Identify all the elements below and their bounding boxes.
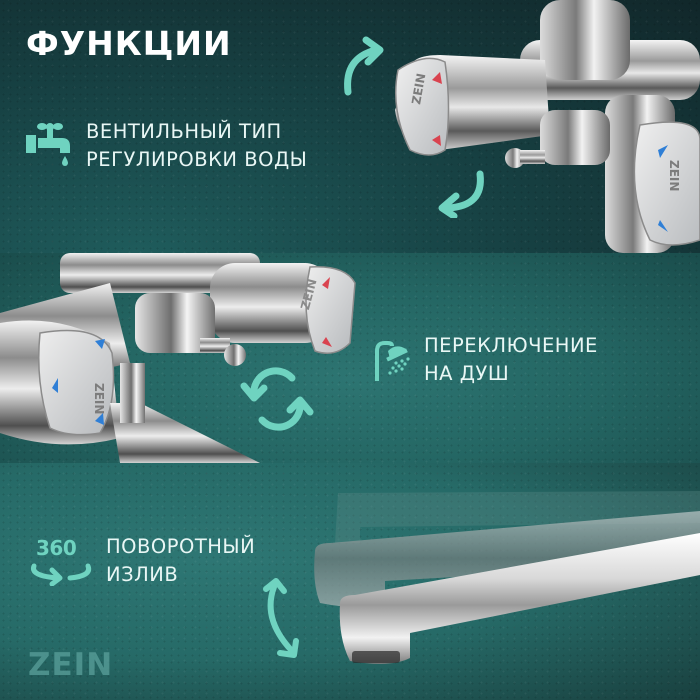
- faucet-icon: [26, 123, 70, 166]
- feature-swivel-line2: ИЗЛИВ: [106, 563, 179, 586]
- rotate-360-label: 360: [36, 536, 77, 560]
- handle-logo: ZEIN: [409, 72, 428, 105]
- handle-logo: ZEIN: [667, 160, 681, 191]
- panel-valve-type: ZEIN ZEIN ФУНКЦИИ: [0, 0, 700, 253]
- rotate-360-icon: 360: [28, 536, 94, 586]
- panel-shower-switch: ZEIN ZEIN: [0, 253, 700, 463]
- page-title: ФУНКЦИИ: [26, 24, 232, 63]
- shower-icon: [375, 341, 410, 381]
- feature-swivel-line1: ПОВОРОТНЫЙ: [106, 535, 256, 558]
- switch-cycle-icon: [240, 367, 314, 431]
- faucet-valve-image: ZEIN ZEIN: [394, 0, 700, 253]
- swivel-spout-image: [314, 491, 700, 664]
- feature-valve-line2: РЕГУЛИРОВКИ ВОДЫ: [86, 148, 308, 171]
- faucet-diverter-image: ZEIN ZEIN: [0, 253, 356, 463]
- feature-valve-line1: ВЕНТИЛЬНЫЙ ТИП: [86, 120, 282, 143]
- swivel-double-arrow-icon: [263, 578, 299, 658]
- brand-logo: ZEIN: [28, 647, 114, 683]
- feature-swivel-spout: 360 ПОВОРОТНЫЙ ИЗЛИВ: [28, 533, 255, 589]
- rotate-arrow-bottom-icon: [438, 170, 484, 218]
- handle-logo: ZEIN: [92, 383, 106, 414]
- feature-shower-line1: ПЕРЕКЛЮЧЕНИЕ: [424, 334, 598, 357]
- feature-shower-line2: НА ДУШ: [424, 362, 510, 385]
- feature-valve-type: ВЕНТИЛЬНЫЙ ТИП РЕГУЛИРОВКИ ВОДЫ: [26, 118, 307, 174]
- feature-shower-switch: ПЕРЕКЛЮЧЕНИЕ НА ДУШ: [372, 332, 598, 388]
- rotate-arrow-top-icon: [344, 36, 384, 96]
